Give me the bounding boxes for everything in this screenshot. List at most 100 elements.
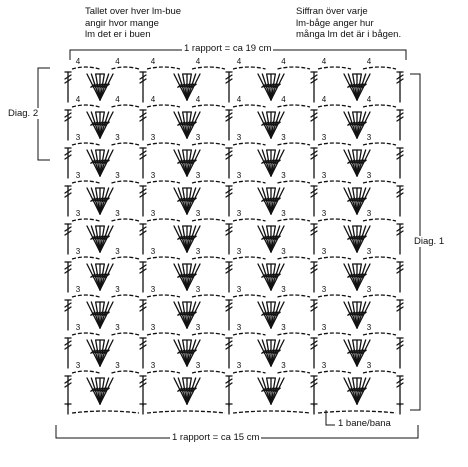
shell-fan [351, 311, 358, 316]
chain-count-label: 3 [367, 285, 372, 294]
chain-arc [232, 66, 266, 70]
shell-fan [356, 311, 363, 316]
shell-fan [265, 349, 272, 354]
shell-fan [92, 387, 98, 392]
shell-fan [349, 159, 355, 164]
shell-fan [354, 235, 360, 240]
shell-fan [268, 273, 274, 278]
chain-count-label: 4 [367, 95, 372, 104]
shell-fan [94, 273, 101, 278]
shell-fan [99, 73, 114, 101]
chain-arc [146, 218, 181, 222]
chain-arc [232, 370, 266, 374]
shell-fan [104, 83, 110, 88]
chain-arc [146, 256, 181, 260]
shell-fan [179, 387, 185, 392]
chain-arc [146, 104, 181, 108]
shell-fan [177, 159, 183, 164]
shell-fan [186, 187, 201, 215]
shell-fan [104, 197, 110, 202]
shell-fan [354, 273, 360, 278]
treble-post [64, 116, 72, 122]
shell-fan [273, 159, 279, 164]
legend-note-norwegian: Tallet over hver lm-bue angir hvor mange… [85, 6, 182, 40]
shell-fan [359, 311, 365, 316]
shell-fan [94, 311, 101, 316]
chain-arc [362, 332, 397, 336]
treble-post [310, 112, 318, 118]
chain-arc [111, 66, 140, 70]
shell-fan [179, 235, 185, 240]
shell-fan [97, 273, 103, 278]
chain-count-label: 4 [76, 57, 81, 66]
treble-post [225, 74, 233, 80]
shell-fan [270, 349, 277, 354]
chain-arc [111, 180, 140, 184]
shell-fan [186, 263, 201, 291]
shell-fan [94, 349, 101, 354]
chain-count-label: 3 [237, 209, 242, 218]
shell-fan [351, 235, 358, 240]
chain-arc [317, 180, 352, 184]
shell-fan [186, 197, 193, 202]
chain-count-label: 3 [196, 285, 201, 294]
shell-fan [97, 235, 103, 240]
shell-fan [273, 235, 279, 240]
treble-post [310, 150, 318, 156]
chain-count-label: 4 [322, 57, 327, 66]
chain-count-label: 3 [76, 209, 81, 218]
treble-post [310, 192, 318, 198]
shell-fan [97, 83, 103, 88]
treble-post [225, 268, 233, 274]
treble-post [396, 382, 404, 388]
shell-fan [102, 121, 108, 126]
shell-fan [351, 387, 358, 392]
shell-fan [189, 349, 195, 354]
shell-fan [351, 159, 358, 164]
shell-fan [92, 349, 98, 354]
shell-fan [273, 273, 279, 278]
chain-arc [111, 104, 140, 108]
shell-fan [359, 273, 365, 278]
shell-fan [270, 311, 277, 316]
shell-fan [186, 149, 201, 177]
treble-post [225, 150, 233, 156]
shell-fan [186, 159, 193, 164]
shell-fan [189, 121, 195, 126]
treble-post [396, 78, 404, 84]
shell-fan [347, 83, 353, 88]
chain-arc [277, 66, 311, 70]
shell-fan [179, 197, 185, 202]
treble-post [310, 74, 318, 80]
chain-arc [146, 332, 181, 336]
chain-count-label: 3 [151, 171, 156, 180]
chain-count-label: 3 [237, 361, 242, 370]
shell-fan [99, 111, 114, 139]
chain-count-label: 3 [237, 247, 242, 256]
shell-fan [90, 349, 96, 354]
shell-fan [359, 387, 365, 392]
chain-count-label: 3 [196, 247, 201, 256]
treble-post [139, 192, 147, 198]
shell-fan [354, 83, 360, 88]
shell-fan [270, 159, 277, 164]
shell-fan [268, 387, 274, 392]
shell-fan [347, 159, 353, 164]
shell-fan [90, 273, 96, 278]
shell-fan [177, 83, 183, 88]
treble-post [396, 230, 404, 236]
treble-post [225, 340, 233, 346]
shell-fan [354, 159, 360, 164]
shell-fan [179, 83, 185, 88]
chain-arc [191, 180, 226, 184]
chain-arc [191, 218, 226, 222]
chain-count-label: 4 [281, 57, 286, 66]
shell-fan [263, 159, 269, 164]
chain-arc [317, 218, 352, 222]
treble-post [139, 154, 147, 160]
treble-post [139, 340, 147, 346]
treble-post [396, 74, 404, 80]
chain-arc [277, 218, 311, 222]
shell-fan [263, 349, 269, 354]
shell-fan [361, 273, 367, 278]
